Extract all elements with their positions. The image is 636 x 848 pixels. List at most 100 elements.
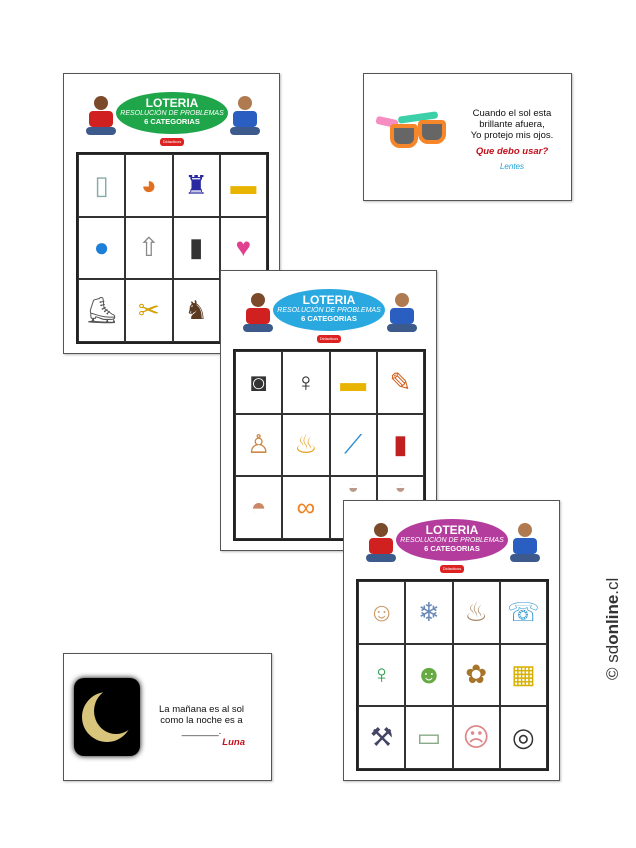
cell-repairman: ⚒: [358, 706, 406, 769]
sick-child-icon: ☹: [462, 722, 490, 753]
sunglasses-image: [375, 111, 450, 150]
board-grid: ▯ ◕ ♜ ▬ ● ⇧ ▮ ♥ ⛸ ✂ ♞: [76, 152, 269, 344]
board-title-badge: LOTERIA RESOLUCIÓN DE PROBLEMAS 6 CATEGO…: [273, 289, 385, 331]
board-categories: 6 CATEGORIAS: [301, 314, 357, 323]
clue-text-line: Cuando el sol esta: [472, 108, 552, 119]
thermometer-icon: ▮: [188, 232, 204, 263]
board-title-badge: LOTERIA RESOLUCIÓN DE PROBLEMAS 6 CATEGO…: [116, 92, 228, 134]
cell-lamp: ♜: [172, 154, 220, 217]
cell-sunglasses: ∞: [282, 476, 330, 539]
popcorn-icon: ♨: [294, 429, 318, 460]
brand-logo: Didacticos: [440, 565, 464, 573]
kid-image: [230, 96, 260, 136]
clue-question: Que debo usar?: [475, 146, 549, 157]
cell-boy-eating: ☻: [405, 643, 453, 707]
moon-image: [74, 678, 140, 756]
clue-text-line: La mañana es al sol: [158, 704, 245, 715]
glass-icon: ▯: [94, 169, 109, 200]
board-title: LOTERIA: [302, 293, 356, 307]
cell-bird-nest: ✿: [452, 643, 500, 707]
balloon-icon: ●: [93, 232, 110, 263]
clue-answer: Luna: [222, 737, 245, 748]
board-subtitle: RESOLUCIÓN DE PROBLEMAS: [120, 110, 224, 117]
cell-rocket: ⇧: [125, 216, 173, 280]
board-categories: 6 CATEGORIAS: [424, 544, 480, 553]
clue-text-line: Yo protejo mis ojos.: [470, 130, 554, 141]
repairman-icon: ⚒: [369, 722, 394, 753]
board-title: LOTERIA: [425, 523, 479, 537]
school-bus-icon: ▬: [340, 366, 367, 397]
pencil-icon: ✎: [389, 366, 412, 397]
cell-snowy-forest: ❄: [405, 581, 453, 644]
lamp-icon: ♜: [184, 169, 208, 200]
board-grid: ☺ ❄ ♨ ☏ ♀ ☻ ✿ ▦ ⚒ ▭ ☹ ◎: [356, 579, 549, 771]
clue-text-line: como la noche es a _______.: [160, 715, 243, 737]
cell-thermometer: ▮: [172, 216, 220, 280]
cell-toothbrush: ⟋: [329, 413, 377, 477]
cell-tire: ◎: [499, 706, 547, 769]
girl-icon: ♀: [371, 659, 392, 690]
watermark: © sdonline.cl: [603, 577, 622, 680]
clue-answer: Lentes: [499, 162, 525, 171]
brand-logo: Didacticos: [160, 138, 184, 146]
board-title-badge: LOTERIA RESOLUCIÓN DE PROBLEMAS 6 CATEGO…: [396, 519, 508, 561]
cell-cereal: ◓: [235, 476, 283, 539]
cell-girl: ♀: [358, 643, 406, 707]
kid-image: [387, 293, 417, 333]
pizza-icon: ◕: [141, 169, 157, 200]
scissors-icon: ✂: [137, 295, 160, 326]
girl-phone-icon: ☏: [507, 596, 540, 627]
board-header: LOTERIA RESOLUCIÓN DE PROBLEMAS 6 CATEGO…: [221, 271, 436, 347]
board-subtitle: RESOLUCIÓN DE PROBLEMAS: [400, 537, 504, 544]
sunglasses-icon: ∞: [296, 492, 316, 523]
kid-image: [510, 523, 540, 563]
cell-swimsuit: ♥: [219, 216, 267, 280]
cell-cooking: ♨: [452, 581, 500, 644]
cell-moving-couch: ▭: [405, 706, 453, 769]
calendar-icon: ▦: [511, 659, 536, 690]
board-header: LOTERIA RESOLUCIÓN DE PROBLEMAS 6 CATEGO…: [64, 74, 279, 150]
clue-card-moon: La mañana es al sol como la noche es a _…: [63, 653, 272, 781]
camera-icon: ◙: [250, 366, 267, 397]
cell-ice-skate: ⛸: [78, 279, 126, 342]
board-card-green: LOTERIA RESOLUCIÓN DE PROBLEMAS 6 CATEGO…: [63, 73, 280, 354]
cooking-icon: ♨: [464, 596, 488, 627]
tire-icon: ◎: [512, 722, 535, 753]
kid-image: [366, 523, 396, 563]
cell-wedding-couple: ♀: [282, 351, 330, 414]
cell-washing-hands: ☺: [358, 581, 406, 644]
cell-popcorn: ♨: [282, 413, 330, 477]
board-title: LOTERIA: [145, 96, 199, 110]
cell-sick-child: ☹: [452, 706, 500, 769]
cell-glass: ▯: [78, 154, 126, 217]
kid-image: [86, 96, 116, 136]
dog-icon: ♞: [184, 295, 208, 326]
cell-camera: ◙: [235, 351, 283, 414]
cell-girl-phone: ☏: [499, 581, 547, 644]
boy-eating-icon: ☻: [415, 659, 443, 690]
cell-towel: ▮: [376, 413, 424, 477]
cell-dog: ♞: [172, 279, 220, 342]
object-icon: ◒: [347, 477, 359, 498]
cell-crossing-guard: ♙: [235, 413, 283, 477]
board-header: LOTERIA RESOLUCIÓN DE PROBLEMAS 6 CATEGO…: [344, 501, 559, 577]
cell-calendar: ▦: [499, 643, 547, 707]
ice-skate-icon: ⛸: [85, 295, 119, 326]
moving-couch-icon: ▭: [416, 722, 442, 753]
crossing-guard-icon: ♙: [246, 429, 271, 460]
bird-nest-icon: ✿: [465, 659, 488, 690]
cell-balloon: ●: [78, 216, 126, 280]
object-icon: ◒: [394, 477, 406, 498]
board-subtitle: RESOLUCIÓN DE PROBLEMAS: [277, 307, 381, 314]
board-card-purple: LOTERIA RESOLUCIÓN DE PROBLEMAS 6 CATEGO…: [343, 500, 560, 781]
clue-card-sunglasses: Cuando el sol esta brillante afuera, Yo …: [363, 73, 572, 201]
wedding-couple-icon: ♀: [296, 366, 316, 397]
toothbrush-icon: ⟋: [344, 428, 363, 459]
cell-scissors: ✂: [125, 279, 173, 342]
snowy-forest-icon: ❄: [417, 596, 440, 627]
cell-taxi: ▬: [219, 154, 267, 217]
clue-text-line: brillante afuera,: [479, 119, 545, 130]
swimsuit-icon: ♥: [235, 232, 252, 263]
towel-icon: ▮: [393, 429, 408, 460]
taxi-icon: ▬: [230, 169, 257, 200]
